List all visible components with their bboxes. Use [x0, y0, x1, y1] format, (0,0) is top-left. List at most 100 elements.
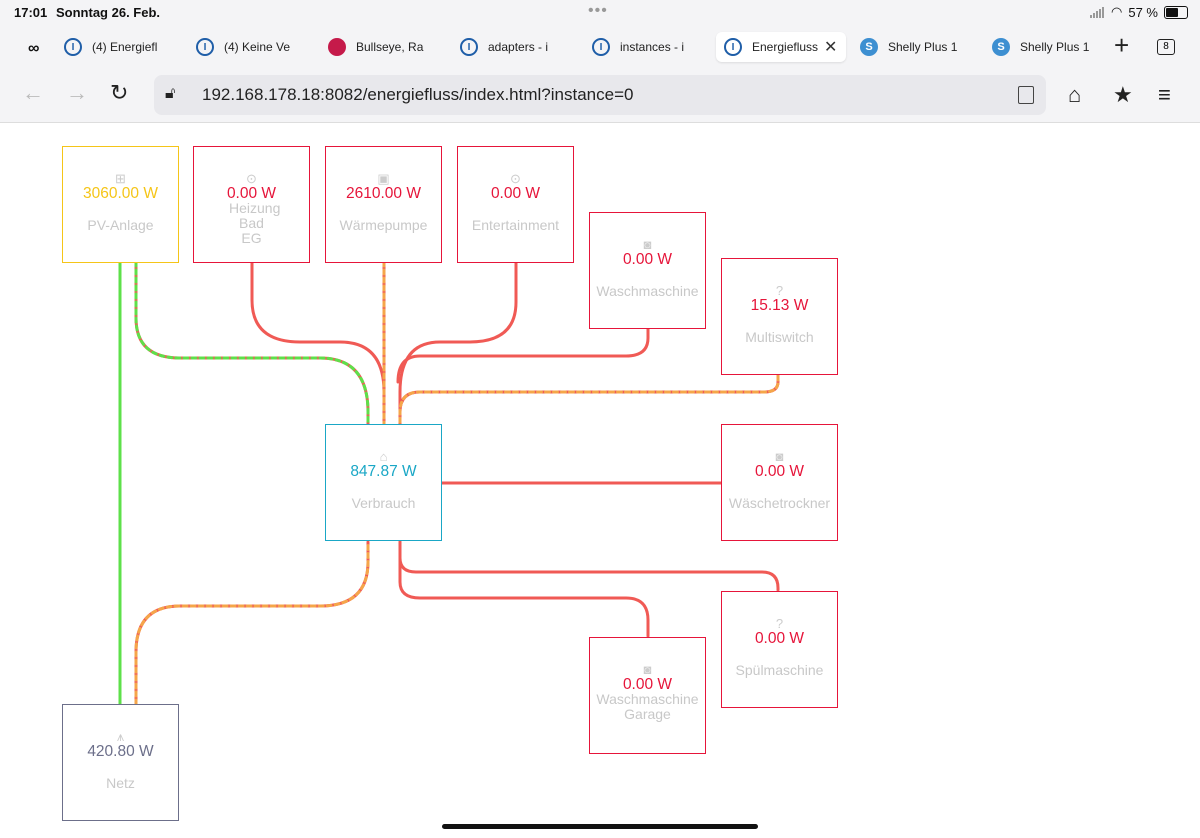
- entertainment-card[interactable]: ⊙ 0.00 W Entertainment: [457, 146, 574, 263]
- waeschetrockner-value: 0.00 W: [754, 463, 805, 480]
- spuelmaschine-card[interactable]: ? 0.00 W Spülmaschine: [721, 591, 838, 708]
- line-multiswitch: [398, 374, 780, 426]
- multitasking-dots-icon[interactable]: •••: [588, 2, 608, 19]
- verbrauch-label: Verbrauch: [351, 495, 416, 511]
- line-waschmaschine: [396, 326, 650, 384]
- question-icon: ?: [775, 283, 784, 298]
- pv-value: 3060.00 W: [83, 185, 158, 202]
- tab-label: Bullseye, Ra: [356, 40, 424, 54]
- bookmark-star-icon[interactable]: ★: [1113, 82, 1133, 107]
- tab-label: Shelly Plus 1: [1020, 40, 1090, 54]
- private-mode-icon[interactable]: ∞: [28, 40, 40, 57]
- tab-bullseye[interactable]: Bullseye, Ra: [320, 32, 440, 62]
- waermepumpe-value: 2610.00 W: [346, 185, 421, 202]
- netz-value: 420.80 W: [87, 743, 154, 760]
- shelly-icon: S: [860, 38, 878, 56]
- insecure-lock-icon[interactable]: 🔓︎: [165, 85, 176, 102]
- reload-icon[interactable]: ↻: [110, 80, 129, 105]
- washing-machine-icon: ◙: [643, 662, 652, 677]
- home-indicator[interactable]: [442, 824, 758, 829]
- close-icon[interactable]: ✕: [824, 39, 838, 56]
- iobroker-icon: I: [724, 38, 742, 56]
- tab-shelly-2[interactable]: S Shelly Plus 1: [984, 32, 1104, 62]
- multiswitch-label: Multiswitch: [745, 329, 814, 345]
- entertainment-label: Entertainment: [471, 217, 560, 233]
- line-pv-verbrauch-dash: [134, 260, 370, 426]
- navigation-bar: ← → ↻ 🔓︎ 192.168.178.18:8082/energieflus…: [0, 68, 1200, 123]
- netz-card[interactable]: ⩚ 420.80 W Netz: [62, 704, 179, 821]
- entertainment-value: 0.00 W: [490, 185, 541, 202]
- url-bar[interactable]: 🔓︎ 192.168.178.18:8082/energiefluss/inde…: [154, 75, 1046, 115]
- home-icon[interactable]: ⌂: [1068, 82, 1082, 107]
- netz-label: Netz: [106, 775, 135, 791]
- flow-lines: [118, 260, 780, 706]
- raspberry-pi-icon: [328, 38, 346, 56]
- reader-view-icon[interactable]: [1018, 86, 1034, 104]
- waschmaschine-garage-label: Waschmaschine Garage: [596, 691, 699, 722]
- dryer-icon: ◙: [775, 449, 784, 464]
- back-arrow-icon[interactable]: ←: [22, 80, 44, 105]
- waeschetrockner-label: Wäschetrockner: [728, 495, 831, 511]
- line-heizung: [250, 260, 386, 426]
- waschmaschine-garage-card[interactable]: ◙ 0.00 W Waschmaschine Garage: [589, 637, 706, 754]
- tab-shelly-1[interactable]: S Shelly Plus 1: [852, 32, 972, 62]
- waschmaschine-value: 0.00 W: [622, 251, 673, 268]
- menu-icon[interactable]: ≡: [1158, 82, 1171, 107]
- line-netz-verbrauch: [134, 540, 370, 706]
- tab-label: Shelly Plus 1: [888, 40, 958, 54]
- iobroker-icon: I: [64, 38, 82, 56]
- pv-label: PV-Anlage: [87, 217, 154, 233]
- verbrauch-value: 847.87 W: [350, 463, 417, 480]
- tab-adapters[interactable]: I adapters - i: [452, 32, 572, 62]
- line-netz-verbrauch-dash: [134, 540, 370, 706]
- tab-keine-verbindung[interactable]: I (4) Keine Ve: [188, 32, 303, 62]
- pv-anlage-card[interactable]: ⊞ 3060.00 W PV-Anlage: [62, 146, 179, 263]
- question-icon: ?: [775, 616, 784, 631]
- waeschetrockner-card[interactable]: ◙ 0.00 W Wäschetrockner: [721, 424, 838, 541]
- heat-pump-icon: ▣: [377, 171, 390, 186]
- tab-instances[interactable]: I instances - i: [584, 32, 704, 62]
- multiswitch-value: 15.13 W: [750, 297, 809, 314]
- verbrauch-card[interactable]: ⌂ 847.87 W Verbrauch: [325, 424, 442, 541]
- shelly-icon: S: [992, 38, 1010, 56]
- line-entertainment: [398, 260, 518, 426]
- waschmaschine-card[interactable]: ◙ 0.00 W Waschmaschine: [589, 212, 706, 329]
- cellular-signal-icon: [1090, 6, 1105, 18]
- iobroker-icon: I: [592, 38, 610, 56]
- url-text[interactable]: 192.168.178.18:8082/energiefluss/index.h…: [202, 85, 634, 104]
- status-indicators: ◠ 57 %: [1090, 4, 1188, 20]
- wifi-icon: ◠: [1111, 4, 1123, 19]
- tab-energiefluss-1[interactable]: I (4) Energiefl: [56, 32, 176, 62]
- socket-icon: ⊙: [510, 171, 521, 186]
- iobroker-icon: I: [196, 38, 214, 56]
- socket-icon: ⊙: [246, 171, 257, 186]
- battery-icon: [1164, 5, 1188, 19]
- waschmaschine-garage-value: 0.00 W: [622, 676, 673, 693]
- power-pylon-icon: ⩚: [116, 729, 125, 744]
- line-multiswitch-dash: [398, 374, 780, 426]
- waermepumpe-card[interactable]: ▣ 2610.00 W Wärmepumpe: [325, 146, 442, 263]
- heizung-value: 0.00 W: [226, 185, 277, 202]
- heizung-label: Heizung Bad EG: [229, 200, 281, 246]
- tab-energiefluss-active[interactable]: I Energiefluss ✕: [716, 32, 846, 62]
- line-spuelmaschine: [398, 540, 780, 592]
- iobroker-icon: I: [460, 38, 478, 56]
- washing-machine-icon: ◙: [643, 237, 652, 252]
- heizung-card[interactable]: ⊙ 0.00 W Heizung Bad EG: [193, 146, 310, 263]
- tab-label: instances - i: [620, 40, 685, 54]
- tab-label: (4) Keine Ve: [224, 40, 291, 54]
- new-tab-button[interactable]: +: [1114, 30, 1130, 60]
- tab-label: adapters - i: [488, 40, 549, 54]
- spuelmaschine-label: Spülmaschine: [735, 662, 824, 678]
- tab-label: (4) Energiefl: [92, 40, 158, 54]
- status-bar: 17:01 Sonntag 26. Feb. ••• ◠ 57 %: [0, 0, 1200, 26]
- solar-panel-icon: ⊞: [115, 171, 126, 186]
- energy-flow-canvas: ⊞ 3060.00 W PV-Anlage ⊙ 0.00 W Heizung B…: [0, 122, 1200, 838]
- waermepumpe-label: Wärmepumpe: [339, 217, 428, 233]
- tab-count-button[interactable]: 8: [1157, 39, 1175, 55]
- multiswitch-card[interactable]: ? 15.13 W Multiswitch: [721, 258, 838, 375]
- forward-arrow-icon[interactable]: →: [66, 80, 88, 105]
- tab-label: Energiefluss: [752, 40, 819, 54]
- waschmaschine-label: Waschmaschine: [596, 283, 699, 299]
- status-time: 17:01: [14, 5, 48, 20]
